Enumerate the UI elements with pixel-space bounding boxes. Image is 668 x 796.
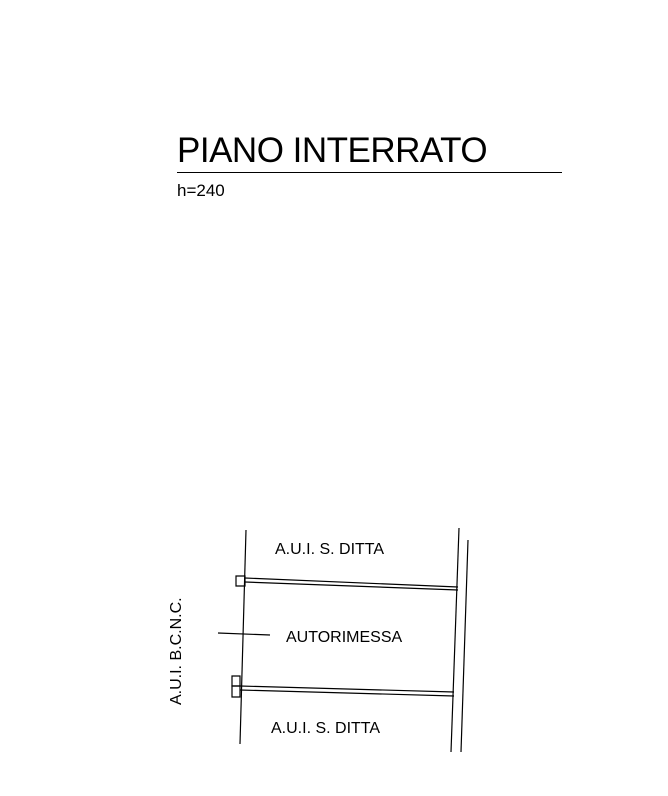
upper-partition-top [244,577,459,588]
lower-partition-top [239,685,455,693]
title-underline [177,172,562,173]
lower-partition-bottom [239,689,455,697]
plan-linework [217,527,469,753]
right-wall-outer [460,539,469,753]
floor-title: PIANO INTERRATO [177,131,488,170]
upper-partition-bottom [244,581,459,591]
upper-unit-label: A.U.I. S. DITTA [275,541,384,558]
left-wall [239,529,247,745]
ceiling-height-note: h=240 [177,181,225,200]
lower-door-jamb-2 [231,685,241,698]
lower-unit-label: A.U.I. S. DITTA [271,720,380,737]
garage-leader-line [217,632,271,636]
garage-label: AUTORIMESSA [286,629,403,646]
lower-door-jamb [231,675,241,687]
adjacent-unit-label: A.U.I. B.C.N.C. [168,597,185,705]
upper-door-jamb [235,575,246,587]
right-wall-inner [450,527,460,753]
